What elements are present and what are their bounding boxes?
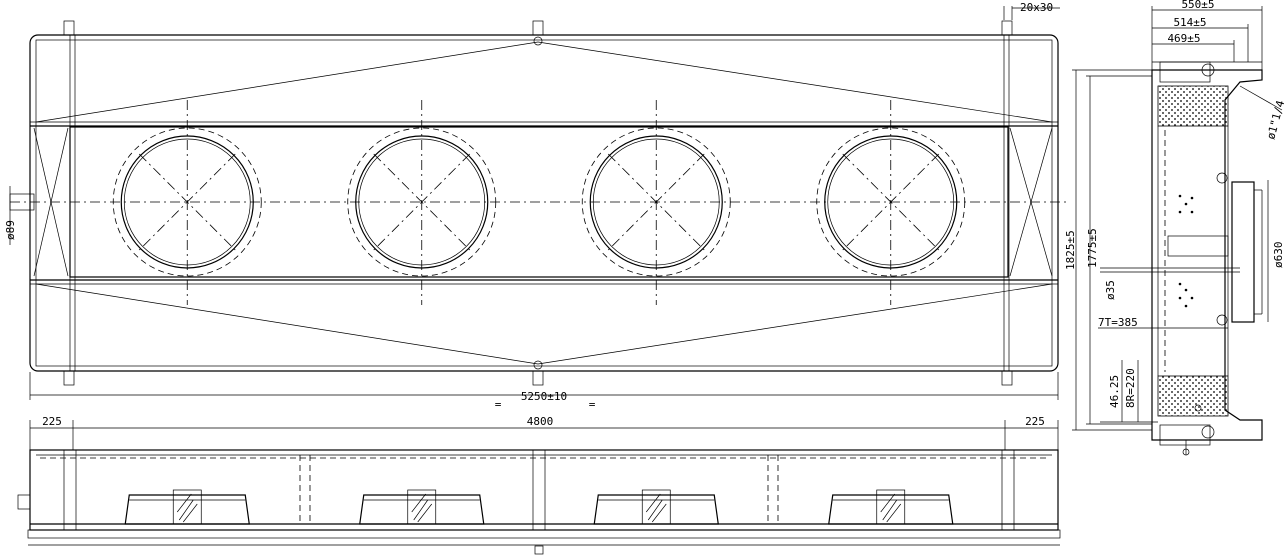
fan-blade-icon bbox=[880, 493, 902, 523]
fan-elevation-3 bbox=[593, 489, 719, 525]
depth-outer-label: 550±5 bbox=[1181, 0, 1214, 11]
fan-guard-outline bbox=[347, 127, 497, 277]
fan-shroud bbox=[124, 494, 250, 525]
fan-span-label: 4800 bbox=[527, 415, 554, 428]
fan-shroud bbox=[359, 494, 485, 525]
plan-view: 5250±10 = = 20x30 ø89 bbox=[4, 1, 1068, 411]
bracket-icon bbox=[1001, 20, 1013, 36]
fan-guard-outline bbox=[816, 127, 966, 277]
plan-casing-inner bbox=[35, 39, 1053, 367]
fan-shroud bbox=[593, 494, 719, 525]
tube-rows-label: 7T=385 bbox=[1098, 316, 1138, 329]
end-left-label: 225 bbox=[42, 415, 62, 428]
fan-guard-outline bbox=[581, 127, 731, 277]
fan-elevation-2 bbox=[359, 489, 485, 525]
fan-plan-2 bbox=[347, 100, 497, 305]
upright-post bbox=[63, 449, 77, 531]
base-rail bbox=[27, 529, 1061, 539]
drain-icon bbox=[1182, 448, 1190, 456]
fan-elevation-4 bbox=[828, 489, 954, 525]
fan-plan-1 bbox=[112, 100, 262, 305]
coil-block-top bbox=[1157, 85, 1229, 127]
fan-shroud bbox=[828, 494, 954, 525]
bend-radius-label: 8R=220 bbox=[1124, 368, 1137, 408]
fan-plan-3 bbox=[581, 100, 731, 305]
fan-blade-icon bbox=[411, 493, 433, 523]
plan-fans bbox=[112, 100, 966, 305]
header-pipe-icon bbox=[1201, 63, 1215, 77]
end-right-label: 225 bbox=[1025, 415, 1045, 428]
coil-block-bottom bbox=[1157, 375, 1229, 417]
fan-diameter-label: ø630 bbox=[1272, 242, 1285, 269]
elevation-view: 225 4800 225 bbox=[17, 415, 1061, 555]
overall-length-label: 5250±10 bbox=[521, 390, 567, 403]
equal-mark-left: = bbox=[495, 398, 502, 411]
bracket-icon bbox=[532, 20, 544, 36]
lifting-eye-icon bbox=[533, 36, 543, 46]
height-inner-label: 1775±5 bbox=[1086, 228, 1099, 268]
bracket-size-label: 20x30 bbox=[1020, 1, 1053, 14]
fan-motor bbox=[407, 489, 437, 525]
fan-motor bbox=[876, 489, 906, 525]
lifting-eye-icon bbox=[533, 360, 543, 370]
equal-mark-right: = bbox=[589, 398, 596, 411]
depth-mid-label: 514±5 bbox=[1173, 16, 1206, 29]
fan-housing-side bbox=[1231, 181, 1255, 323]
inlet-diameter-label: ø89 bbox=[4, 220, 17, 240]
depth-inner-label: 469±5 bbox=[1167, 32, 1200, 45]
height-outer-label: 1825±5 bbox=[1064, 230, 1077, 270]
fan-elevation-1 bbox=[124, 489, 250, 525]
motor-block bbox=[1167, 235, 1229, 257]
fan-motor bbox=[641, 489, 671, 525]
bracket-icon bbox=[63, 20, 75, 36]
fixing-icon bbox=[1216, 172, 1228, 184]
fan-guard-outline bbox=[112, 127, 262, 277]
bracket-icon bbox=[1001, 370, 1013, 386]
upright-post bbox=[1001, 449, 1015, 531]
bracket-icon bbox=[532, 370, 544, 386]
upright-post bbox=[532, 449, 546, 531]
side-view: 550±5 514±5 469±5 ø1"1/4 ø630 1825±5 177… bbox=[1064, 0, 1287, 456]
fan-blade-icon bbox=[176, 493, 198, 523]
inlet-pipe bbox=[17, 494, 31, 510]
pipe-size-label: ø1"1/4 bbox=[1264, 99, 1287, 141]
offset-label: 46.25 bbox=[1108, 375, 1121, 408]
fan-motor bbox=[172, 489, 202, 525]
plan-casing-outline bbox=[29, 34, 1059, 372]
fan-plan-4 bbox=[816, 100, 966, 305]
fixing-icon bbox=[1216, 314, 1228, 326]
header-pipe-icon bbox=[1201, 425, 1215, 439]
drain-diameter-label: ø35 bbox=[1104, 280, 1117, 300]
elevation-fans bbox=[124, 489, 954, 525]
bracket-icon bbox=[63, 370, 75, 386]
fan-blade-icon bbox=[645, 493, 667, 523]
bracket-icon bbox=[534, 545, 544, 555]
